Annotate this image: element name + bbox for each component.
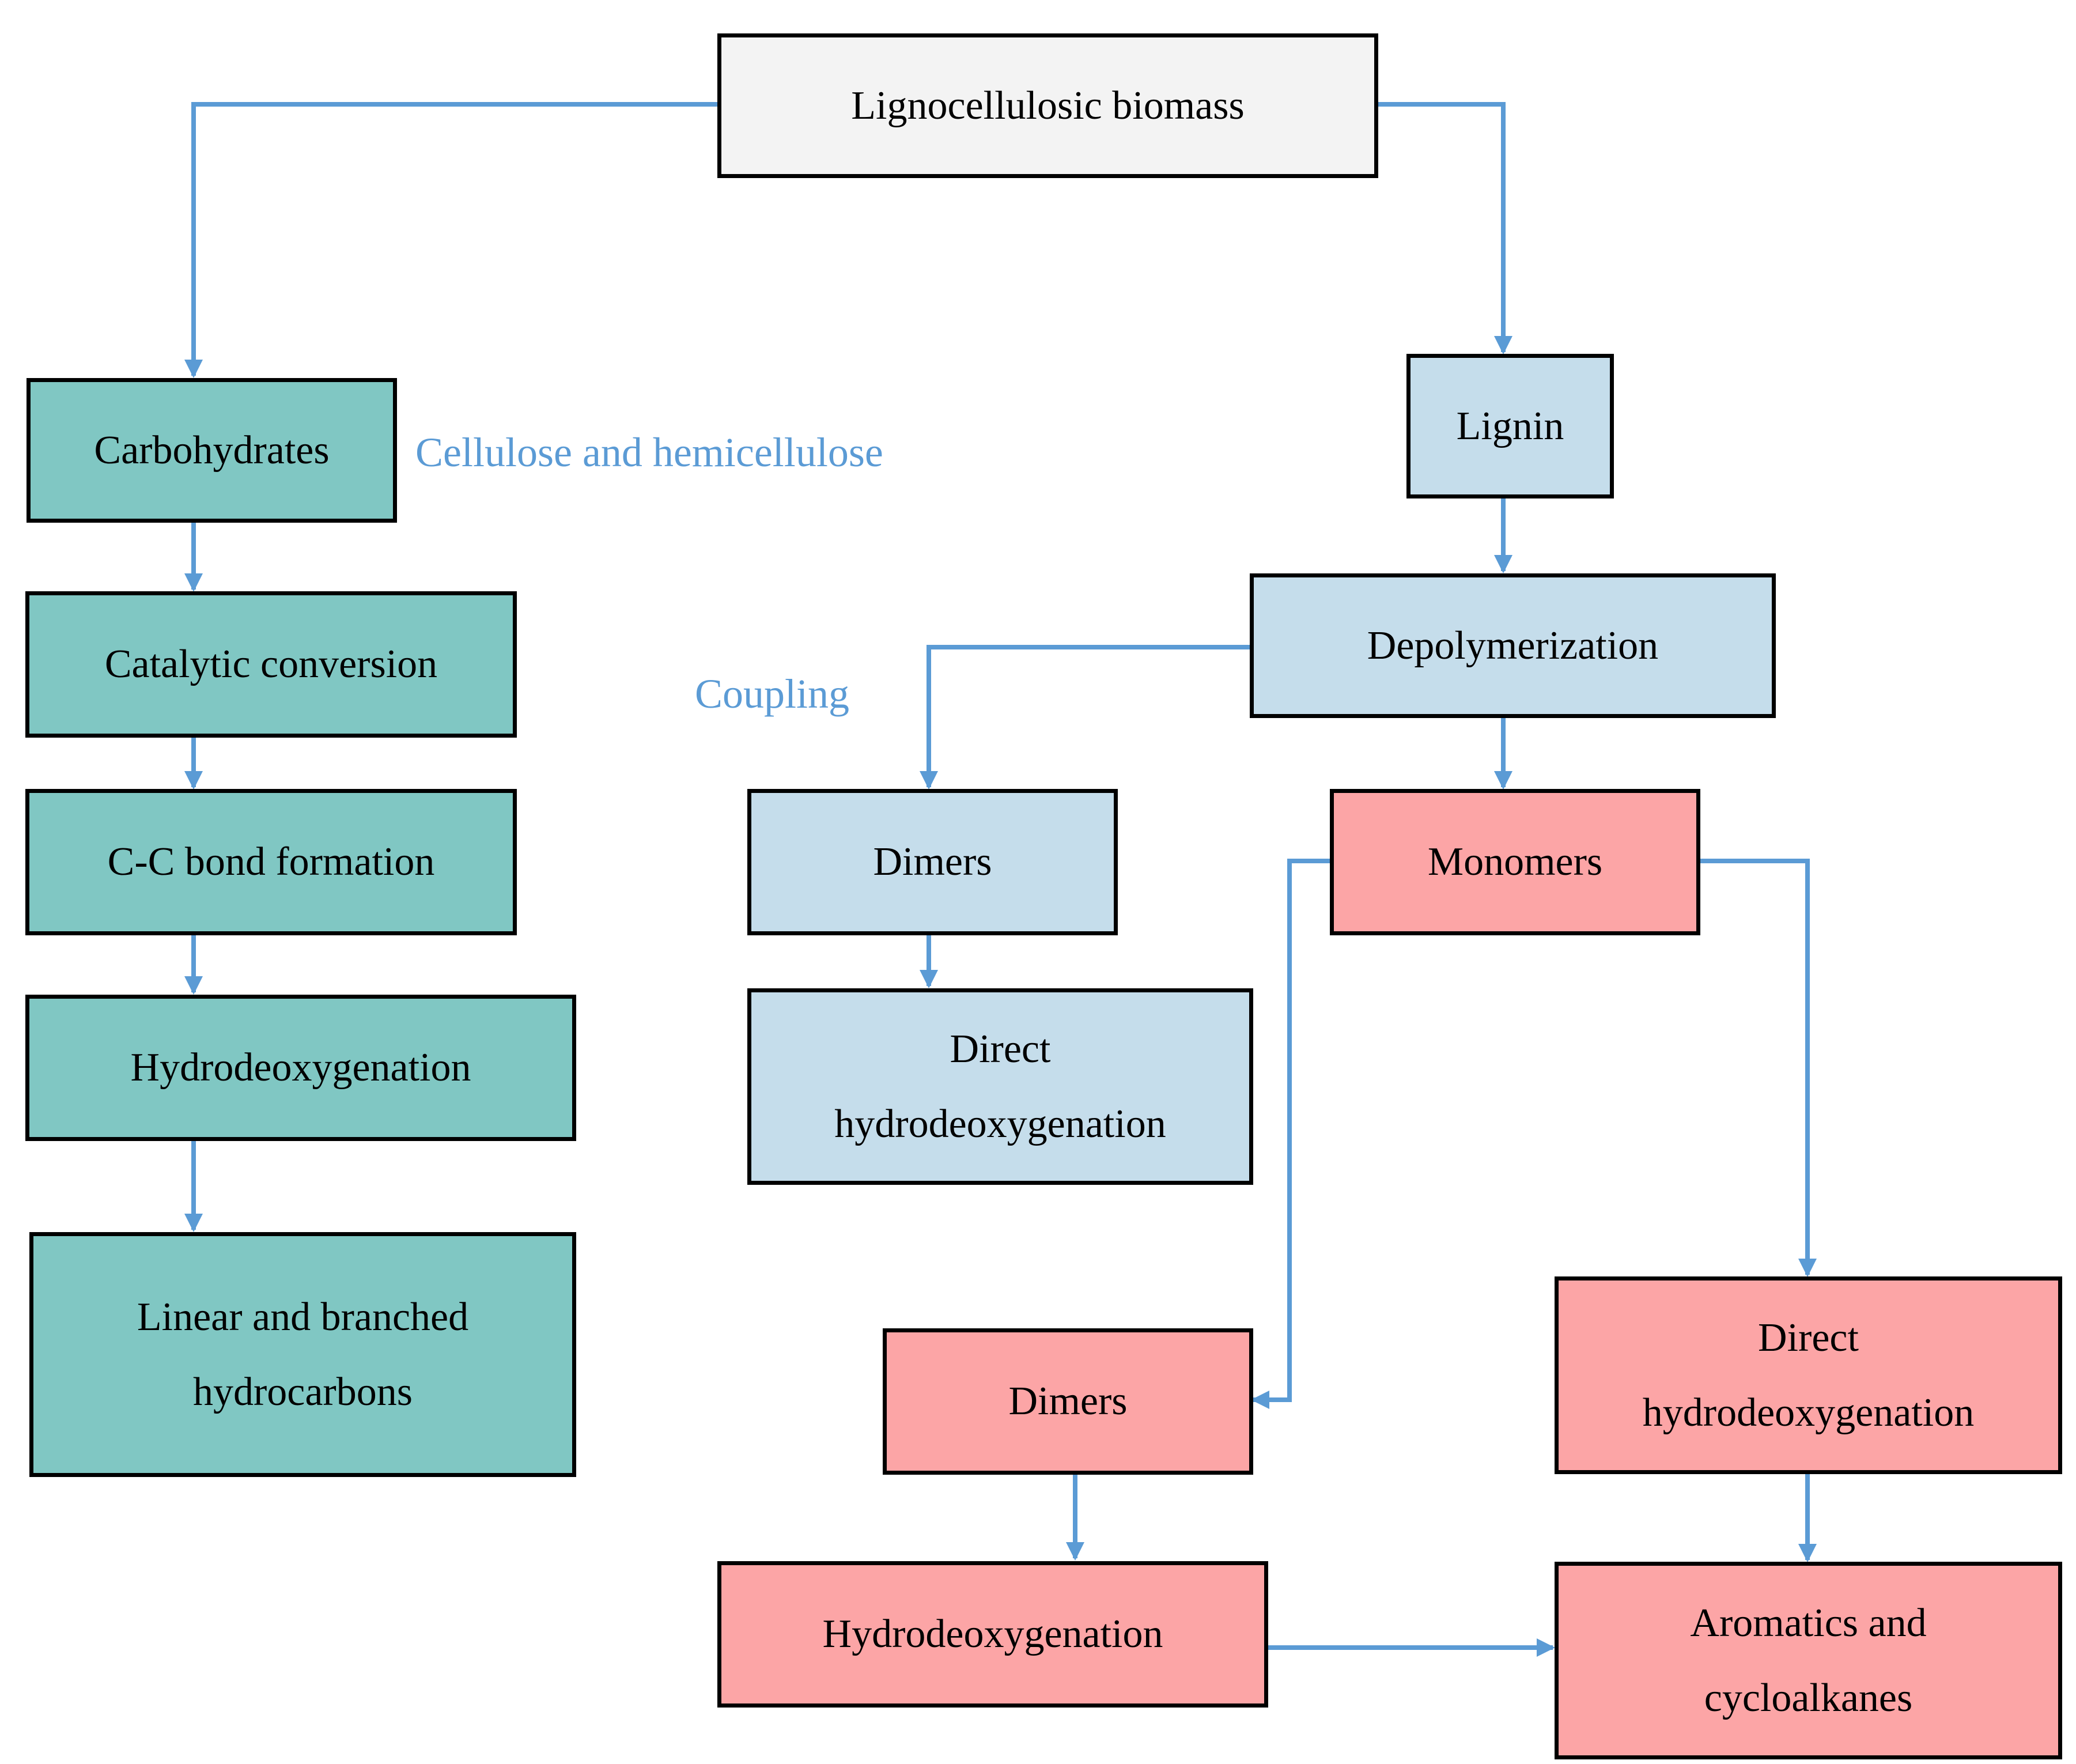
node-direct-hydrodeoxygenation-pink: Direct hydrodeoxygenation xyxy=(1555,1276,2062,1474)
node-monomers: Monomers xyxy=(1330,789,1700,935)
node-carbohydrates: Carbohydrates xyxy=(27,378,397,523)
arrow-biomass-to-carbohydrates xyxy=(184,102,717,378)
node-hydrodeoxygenation-pink: Hydrodeoxygenation xyxy=(717,1561,1268,1708)
node-lignin: Lignin xyxy=(1406,354,1614,498)
node-cc-bond-formation: C-C bond formation xyxy=(25,789,517,935)
arrow-monomers-to-direct-hdo xyxy=(1698,859,1817,1277)
node-linear-branched-hydrocarbons: Linear and branched hydrocarbons xyxy=(29,1232,576,1477)
arrow-biomass-to-lignin xyxy=(1378,102,1512,354)
node-dimers-pink: Dimers xyxy=(883,1328,1253,1475)
arrow-monomers-to-dimers xyxy=(1251,859,1330,1409)
node-dimers-blue: Dimers xyxy=(747,789,1118,935)
arrow-depolymerization-to-dimers xyxy=(920,645,1250,790)
node-catalytic-conversion: Catalytic conversion xyxy=(25,591,517,738)
node-depolymerization: Depolymerization xyxy=(1250,573,1776,718)
node-direct-hydrodeoxygenation-blue: Direct hydrodeoxygenation xyxy=(747,988,1253,1185)
node-aromatics-cycloalkanes: Aromatics and cycloalkanes xyxy=(1555,1562,2062,1759)
annotation-cellulose-hemicellulose: Cellulose and hemicellulose xyxy=(415,429,883,475)
annotation-coupling: Coupling xyxy=(695,671,850,717)
node-hydrodeoxygenation-left: Hydrodeoxygenation xyxy=(25,995,576,1141)
node-lignocellulosic-biomass: Lignocellulosic biomass xyxy=(717,33,1378,178)
